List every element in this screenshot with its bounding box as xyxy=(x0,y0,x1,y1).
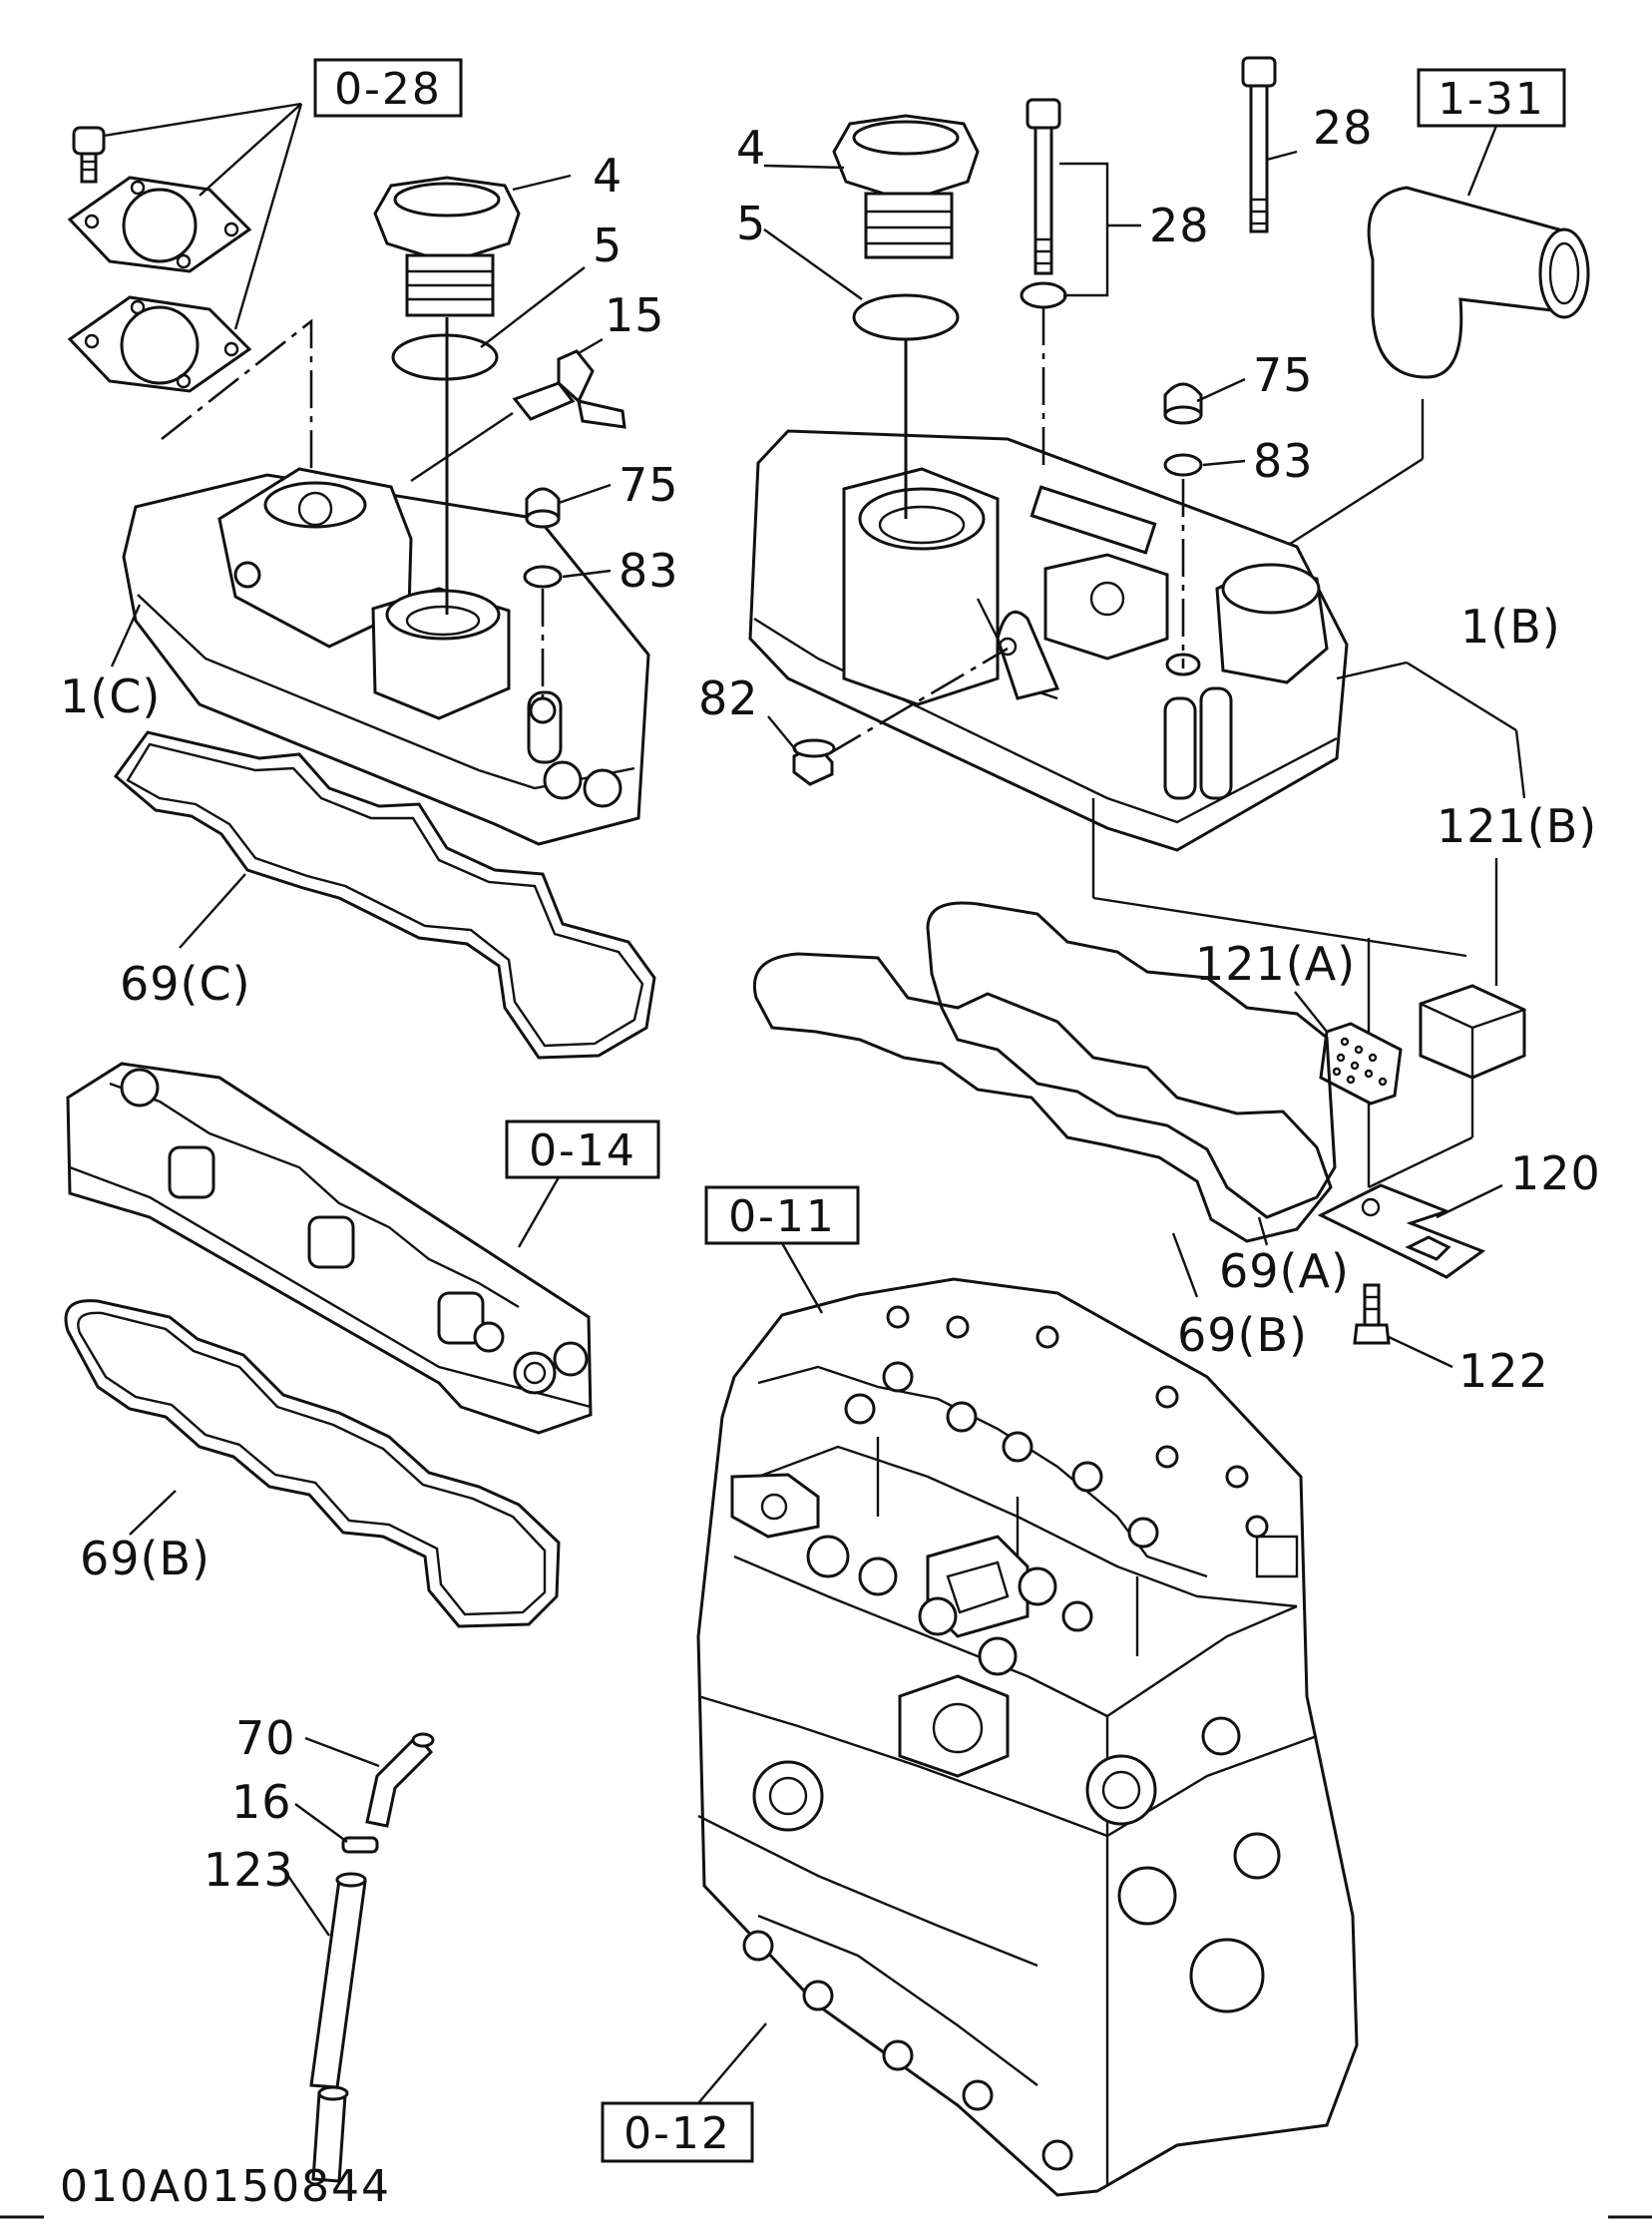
valve-cover-c-assembly xyxy=(67,102,656,1060)
hose-70 xyxy=(365,1733,434,1828)
ref-box-0-12: 0-12 xyxy=(601,2022,767,2163)
figure-code: 010A0150844 xyxy=(60,2161,391,2212)
ref-box-label: 1-31 xyxy=(1438,74,1545,125)
callout-label: 28 xyxy=(1149,199,1210,252)
callout-label: 1(C) xyxy=(60,669,161,723)
hose-assembly xyxy=(280,1732,435,2183)
callout-label: 75 xyxy=(1253,348,1314,402)
callout-label: 75 xyxy=(619,458,679,512)
callout-label: 121(A) xyxy=(1195,937,1356,991)
callout-label: 4 xyxy=(736,121,766,175)
elbow-fitting xyxy=(512,349,626,429)
callout-label: 15 xyxy=(605,288,665,342)
callout-label: 69(B) xyxy=(80,1532,210,1585)
o-ring xyxy=(391,333,499,381)
callout-label: 5 xyxy=(593,219,622,272)
valve-cover-c xyxy=(122,467,650,846)
valve-cover-b-assembly xyxy=(748,56,1590,1369)
gasket-69b-left xyxy=(64,1299,561,1628)
callout-label: 69(B) xyxy=(1177,1308,1308,1362)
engine-block xyxy=(696,1277,1359,2197)
ref-box-0-11: 0-11 xyxy=(704,1185,860,1314)
oil-filler-cap xyxy=(373,176,521,317)
cap-nut-75-left xyxy=(525,487,561,529)
bracket-120 xyxy=(1317,1183,1486,1279)
pipe-123 xyxy=(309,1878,367,2089)
valve-cover-b xyxy=(748,429,1349,852)
callout-label: 83 xyxy=(619,544,679,598)
washer-28 xyxy=(1020,281,1067,309)
label-block-121b xyxy=(1419,984,1526,1080)
clamp-16 xyxy=(341,1836,379,1854)
gasket-plate-lower xyxy=(67,295,252,393)
ref-box-label: 0-12 xyxy=(623,2108,731,2159)
callout-label: 4 xyxy=(593,149,622,203)
ref-box-0-14: 0-14 xyxy=(505,1119,660,1248)
oil-filler-cap-right xyxy=(832,114,980,259)
callout-label: 16 xyxy=(231,1775,292,1829)
gasket-69b-right xyxy=(926,901,1337,1219)
callout-label: 121(B) xyxy=(1437,799,1597,853)
plug-82 xyxy=(792,738,836,786)
long-bolt-28-b xyxy=(1241,56,1277,233)
long-bolt-28-a xyxy=(1026,98,1061,275)
label-plate-121a xyxy=(1319,1022,1403,1106)
ref-box-label: 0-28 xyxy=(334,64,442,115)
callout-label: 83 xyxy=(1253,434,1314,488)
gasket-69c xyxy=(113,730,656,1060)
rocker-housing-assembly xyxy=(64,1062,593,1628)
ref-box-label: 0-14 xyxy=(529,1125,636,1176)
washer-83-left xyxy=(523,565,563,589)
ref-box-1-31: 1-31 xyxy=(1417,68,1566,197)
callout-label: 70 xyxy=(235,1711,296,1765)
callout-label: 82 xyxy=(698,671,759,725)
cap-nut-75-right xyxy=(1163,382,1203,425)
callout-label: 69(C) xyxy=(120,957,251,1011)
callout-label: 122 xyxy=(1458,1344,1549,1398)
callout-label: 123 xyxy=(204,1843,294,1897)
gasket-plate-upper xyxy=(67,176,252,273)
bolt-122 xyxy=(1353,1283,1391,1345)
callout-label: 1(B) xyxy=(1460,600,1561,654)
bolt-part xyxy=(72,126,106,184)
ref-box-0-28: 0-28 xyxy=(313,58,463,118)
ref-box-label: 0-11 xyxy=(728,1191,836,1242)
o-ring-right xyxy=(852,293,960,341)
breather-hose xyxy=(1367,186,1590,379)
callout-label: 120 xyxy=(1510,1146,1601,1200)
washer-83-right xyxy=(1163,453,1203,477)
callout-label: 5 xyxy=(736,197,766,250)
callout-label: 28 xyxy=(1313,101,1374,155)
callout-label: 69(A) xyxy=(1219,1244,1350,1298)
gasket-69a xyxy=(752,952,1333,1243)
